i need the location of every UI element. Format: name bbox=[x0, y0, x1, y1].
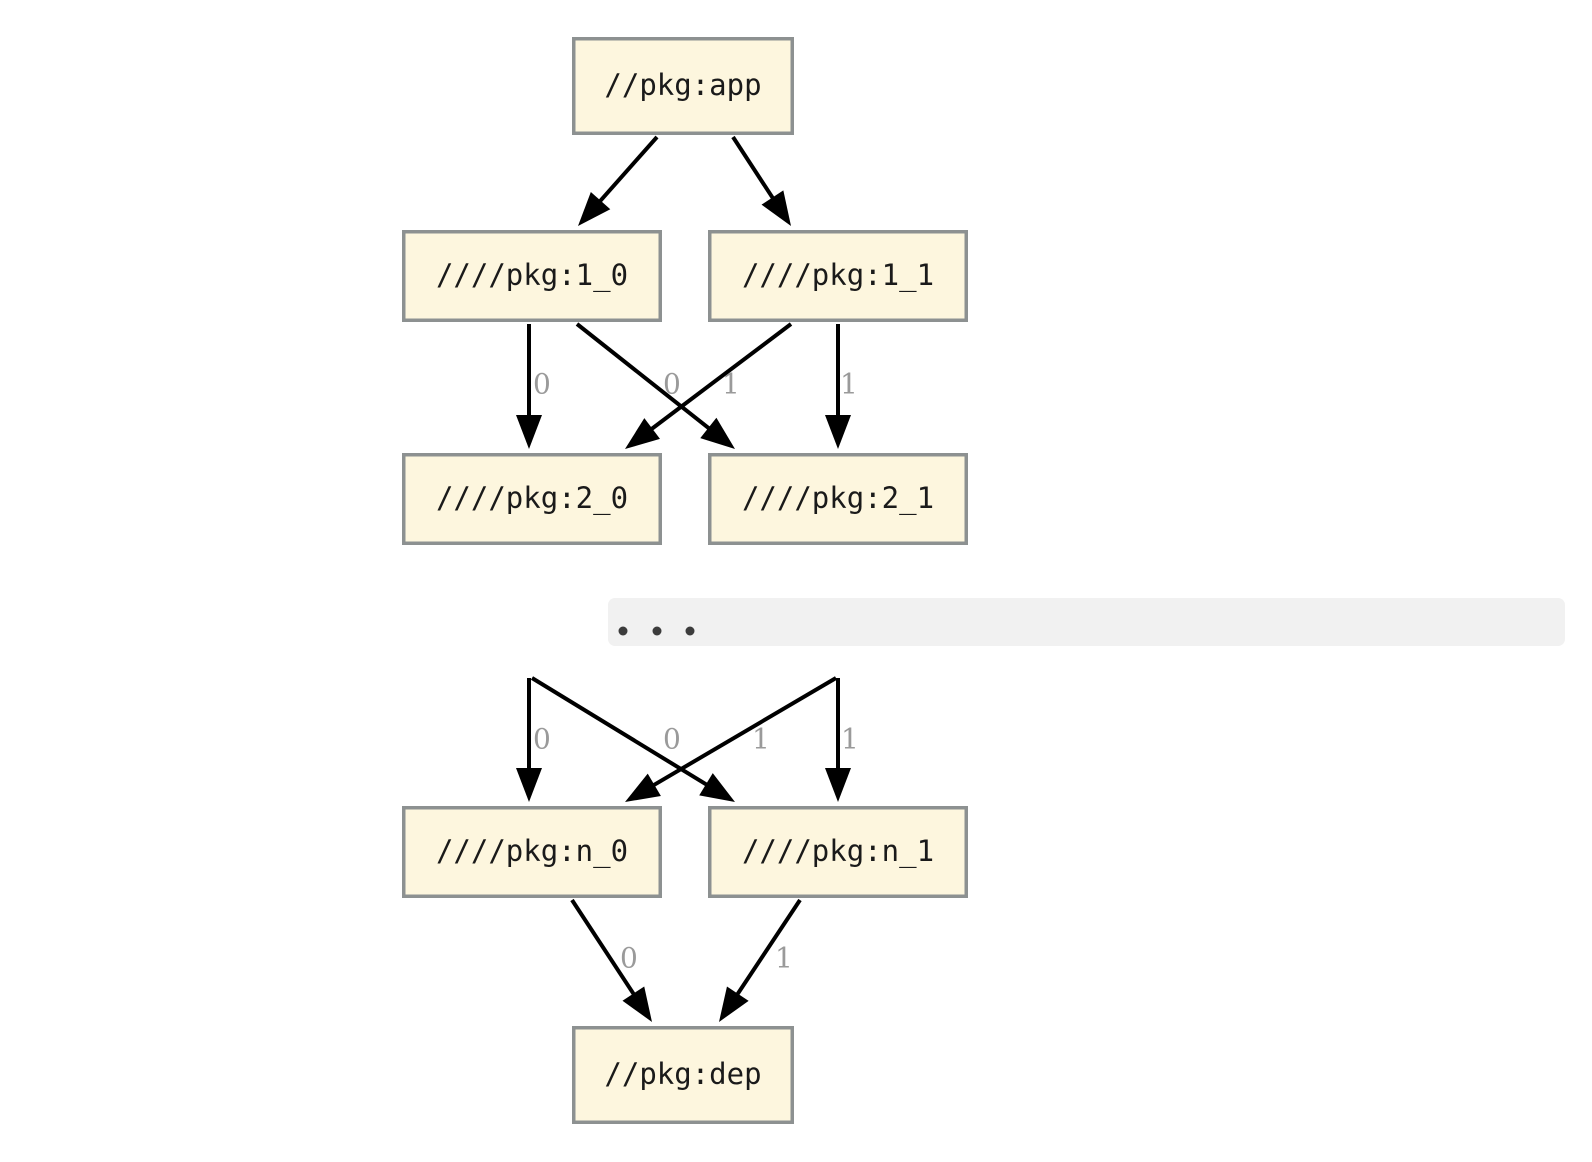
edge-app-to-1_1 bbox=[731, 135, 779, 206]
arrowhead-app-to-1_1 bbox=[761, 190, 791, 226]
ellipsis-dot-2 bbox=[685, 626, 695, 636]
edge-label-1_0-to-2_1: 0 bbox=[663, 368, 681, 401]
arrowhead-prev-to-n_0 bbox=[516, 768, 542, 802]
node-n1_1[interactable]: ////pkg:1_1 bbox=[708, 230, 968, 322]
node-label-n1_1: ////pkg:1_1 bbox=[742, 258, 934, 293]
arrowhead-prev2-to-n_1 bbox=[825, 768, 851, 802]
node-dep[interactable]: //pkg:dep bbox=[572, 1026, 794, 1124]
ellipsis-band bbox=[608, 598, 1565, 646]
edge-label-prev-to-n_1: 0 bbox=[663, 723, 681, 756]
node-box-nn_1[interactable] bbox=[708, 806, 968, 898]
edge-label-n_0-to-dep: 0 bbox=[620, 942, 638, 975]
node-label-dep: //pkg:dep bbox=[604, 1057, 761, 1091]
node-box-nn_0[interactable] bbox=[402, 806, 662, 898]
node-box-n2_1[interactable] bbox=[708, 453, 968, 545]
arrowhead-app-to-1_0 bbox=[578, 191, 611, 226]
arrowhead-1_0-to-2_0 bbox=[516, 415, 542, 449]
node-label-n2_0: ////pkg:2_0 bbox=[436, 481, 628, 516]
edge-label-n_1-to-dep: 1 bbox=[775, 942, 793, 975]
node-box-dep[interactable] bbox=[572, 1026, 794, 1124]
arrowhead-1_0-to-2_1 bbox=[700, 417, 735, 449]
edge-1_1-to-2_0 bbox=[644, 322, 793, 435]
arrowhead-n_0-to-dep bbox=[622, 986, 652, 1022]
arrowhead-prev2-to-n_0 bbox=[625, 773, 661, 802]
edge-n_1-to-dep bbox=[731, 898, 802, 1002]
node-label-nn_1: ////pkg:n_1 bbox=[742, 834, 934, 869]
node-label-nn_0: ////pkg:n_0 bbox=[436, 834, 628, 869]
arrowhead-n_1-to-dep bbox=[719, 986, 749, 1022]
edge-label-1_1-to-2_0: 1 bbox=[722, 368, 740, 401]
edge-n_0-to-dep bbox=[570, 898, 640, 1002]
edge-label-prev2-to-n_0: 1 bbox=[752, 723, 770, 756]
node-box-app[interactable] bbox=[572, 37, 794, 135]
edge-label-prev-to-n_0: 0 bbox=[533, 723, 551, 756]
ellipsis-dot-0 bbox=[618, 626, 628, 636]
node-box-n1_0[interactable] bbox=[402, 230, 662, 322]
ellipsis-separator bbox=[608, 598, 1565, 646]
edge-prev-to-n_1 bbox=[530, 676, 714, 791]
edges-layer bbox=[516, 135, 851, 1022]
edge-label-prev2-to-n_1: 1 bbox=[841, 723, 859, 756]
node-n2_0[interactable]: ////pkg:2_0 bbox=[402, 453, 662, 545]
node-label-n2_1: ////pkg:2_1 bbox=[742, 481, 934, 516]
node-box-n1_1[interactable] bbox=[708, 230, 968, 322]
node-nn_1[interactable]: ////pkg:n_1 bbox=[708, 806, 968, 898]
edge-label-1_0-to-2_0: 0 bbox=[533, 368, 551, 401]
node-app[interactable]: //pkg:app bbox=[572, 37, 794, 135]
edge-1_0-to-2_1 bbox=[575, 322, 716, 435]
node-n1_0[interactable]: ////pkg:1_0 bbox=[402, 230, 662, 322]
arrowhead-prev-to-n_1 bbox=[699, 773, 735, 802]
arrowhead-1_1-to-2_1 bbox=[825, 415, 851, 449]
nodes-layer: //pkg:app ////pkg:1_0 ////pkg:1_1 ////pkg:2… bbox=[402, 37, 968, 1124]
node-label-app: //pkg:app bbox=[604, 68, 761, 102]
edge-labels-layer: 0 0 1 1 0 0 1 1 0 1 bbox=[533, 368, 859, 975]
node-nn_0[interactable]: ////pkg:n_0 bbox=[402, 806, 662, 898]
edge-app-to-1_0 bbox=[593, 135, 659, 208]
edge-prev2-to-n_0 bbox=[646, 676, 838, 791]
edge-label-1_1-to-2_1: 1 bbox=[840, 368, 858, 401]
node-label-n1_0: ////pkg:1_0 bbox=[436, 258, 628, 293]
ellipsis-dot-1 bbox=[652, 626, 662, 636]
node-box-n2_0[interactable] bbox=[402, 453, 662, 545]
arrowhead-1_1-to-2_0 bbox=[625, 418, 660, 449]
node-n2_1[interactable]: ////pkg:2_1 bbox=[708, 453, 968, 545]
